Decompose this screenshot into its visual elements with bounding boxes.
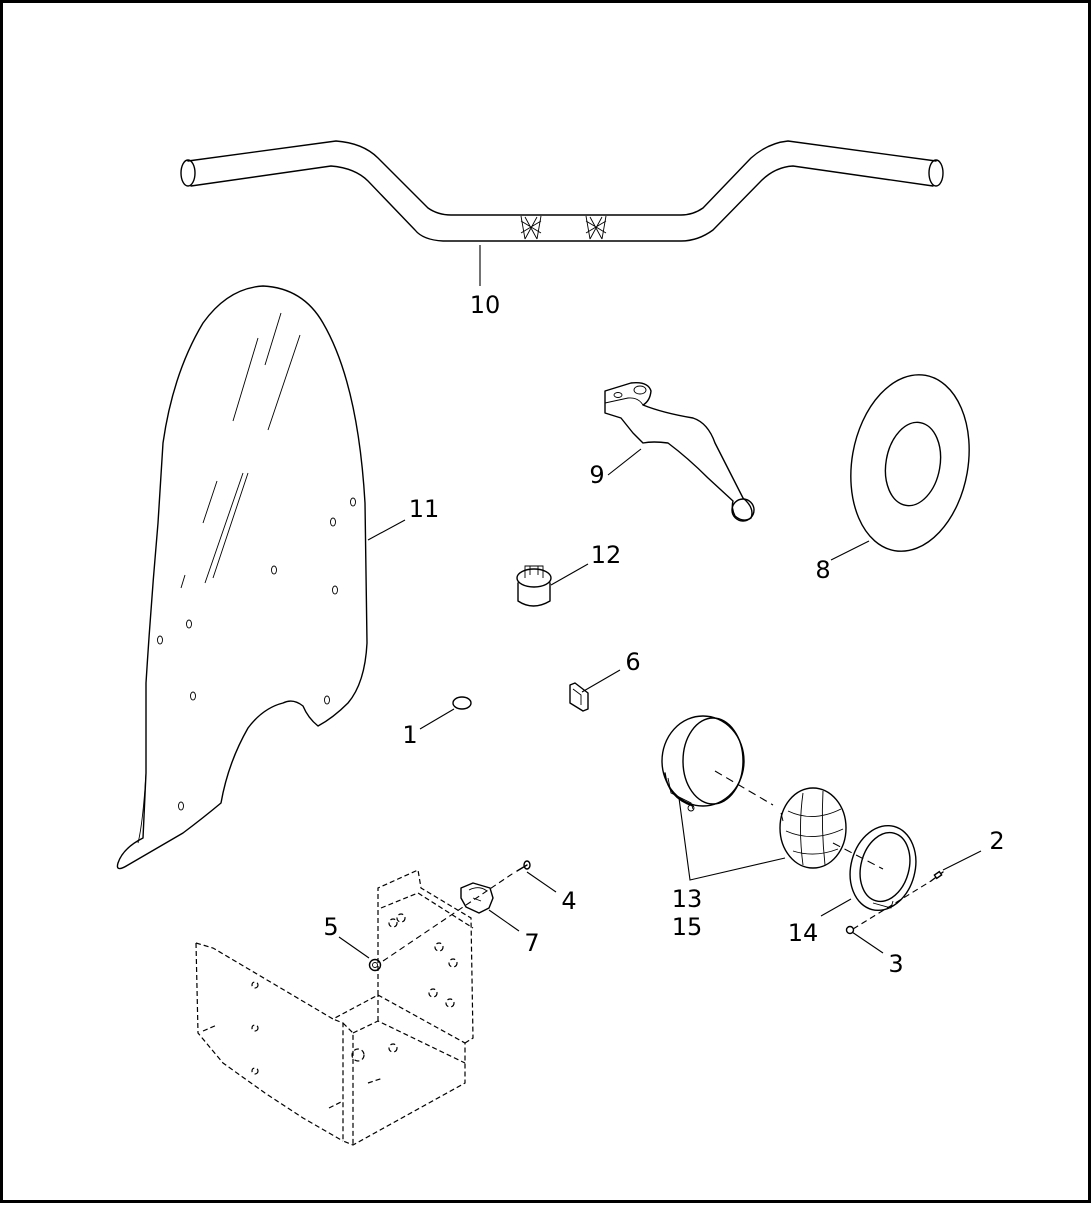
screw-2 (930, 870, 944, 882)
callout-7: 7 (524, 929, 539, 957)
leader-lines (338, 245, 982, 959)
callout-14: 14 (788, 919, 819, 947)
mounting-bracket-reference (195, 869, 474, 1146)
plug (452, 696, 472, 710)
callout-labels: 10 11 9 8 12 6 1 2 3 4 7 5 13 15 14 (323, 291, 1004, 978)
headlamp-housing (661, 715, 745, 812)
clamp-7 (460, 882, 494, 914)
headlamp-lens (779, 787, 847, 869)
callout-1: 1 (402, 721, 417, 749)
callout-6: 6 (625, 648, 640, 676)
callout-11: 11 (409, 495, 440, 523)
trim-ring (849, 824, 917, 912)
assembly-lines (382, 770, 932, 962)
grommet (516, 565, 552, 607)
spacer-5 (368, 958, 382, 972)
callout-3: 3 (888, 950, 903, 978)
handlebar (180, 140, 944, 242)
callout-10: 10 (470, 291, 501, 319)
callout-5: 5 (323, 913, 338, 941)
windshield (116, 285, 368, 870)
lever (604, 381, 755, 522)
callout-8: 8 (815, 556, 830, 584)
callout-9: 9 (589, 461, 604, 489)
bolt-4 (516, 860, 531, 872)
clip (569, 682, 589, 712)
exploded-parts-diagram: 10 11 9 8 12 6 1 2 3 4 7 5 13 15 14 (116, 140, 1005, 1146)
ring-gasket (850, 374, 970, 552)
callout-12: 12 (591, 541, 622, 569)
callout-2: 2 (989, 827, 1004, 855)
callout-4: 4 (561, 887, 576, 915)
callout-15: 15 (672, 913, 703, 941)
nut-3 (845, 925, 855, 935)
callout-13: 13 (672, 885, 703, 913)
